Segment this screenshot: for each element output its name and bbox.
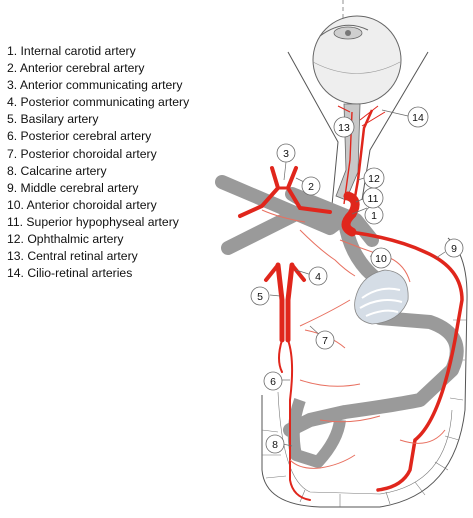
- legend-item-8: 8. Calcarine artery: [7, 163, 107, 178]
- legend-list: 1. Internal carotid artery 2. Anterior c…: [7, 43, 189, 282]
- callout-8: 8: [265, 434, 285, 454]
- lateral-geniculate-body: [354, 269, 409, 325]
- callout-9: 9: [444, 238, 464, 258]
- callout-number-1: 1: [371, 210, 377, 222]
- callout-6: 6: [263, 371, 283, 391]
- cortex-outline: [261, 237, 468, 508]
- callout-number-14: 14: [412, 112, 424, 124]
- callout-number-9: 9: [451, 243, 457, 255]
- posterior-cerebral-artery: [278, 339, 311, 501]
- callout-number-7: 7: [322, 335, 328, 347]
- callout-14: 14: [407, 106, 429, 128]
- legend-item-10: 10. Anterior choroidal artery: [7, 197, 157, 212]
- callout-number-12: 12: [368, 173, 380, 185]
- orbit-wall-left: [287, 51, 339, 206]
- callout-number-2: 2: [308, 181, 314, 193]
- callout-5: 5: [250, 286, 270, 306]
- callout-7: 7: [315, 330, 335, 350]
- callout-number-10: 10: [375, 253, 387, 265]
- ophthalmic-artery: [350, 109, 374, 215]
- middle-cerebral-artery: [348, 230, 464, 492]
- callout-number-6: 6: [270, 376, 276, 388]
- callout-13: 13: [333, 116, 355, 138]
- legend-item-4: 4. Posterior communicating artery: [7, 95, 190, 110]
- callout-number-5: 5: [257, 291, 263, 303]
- callout-11: 11: [362, 187, 384, 209]
- callout-2: 2: [301, 176, 321, 196]
- callout-number-3: 3: [283, 148, 289, 160]
- legend-item-13: 13. Central retinal artery: [7, 249, 138, 264]
- callout-12: 12: [363, 167, 385, 189]
- gray-brain-structures: [215, 175, 464, 468]
- legend-item-11: 11. Superior hypophyseal artery: [7, 214, 179, 229]
- legend-item-1: 1. Internal carotid artery: [7, 44, 136, 58]
- callout-number-8: 8: [272, 439, 278, 451]
- legend-item-9: 9. Middle cerebral artery: [7, 180, 139, 195]
- legend-item-3: 3. Anterior communicating artery: [7, 78, 183, 93]
- legend-item-7: 7. Posterior choroidal artery: [7, 146, 157, 161]
- calcarine-artery: [289, 454, 356, 469]
- callout-number-13: 13: [338, 122, 350, 134]
- legend-item-12: 12. Ophthalmic artery: [7, 232, 124, 247]
- callout-1: 1: [364, 205, 384, 225]
- basilar-artery: [264, 262, 306, 343]
- orbit-wall-right: [361, 51, 429, 201]
- eyeball: [312, 15, 402, 105]
- callout-4: 4: [308, 266, 328, 286]
- legend-item-5: 5. Basilary artery: [7, 112, 99, 127]
- callout-3: 3: [276, 143, 296, 163]
- legend-item-2: 2. Anterior cerebral artery: [7, 61, 145, 76]
- legend-item-6: 6. Posterior cerebral artery: [7, 129, 152, 144]
- anterior-cerebral-artery: [238, 166, 332, 218]
- callout-10: 10: [370, 247, 392, 269]
- callout-number-11: 11: [368, 193, 379, 205]
- callout-number-4: 4: [315, 271, 321, 283]
- cilio-retinal-arteries: [337, 105, 386, 127]
- legend-item-14: 14. Cilio-retinal arteries: [7, 266, 133, 281]
